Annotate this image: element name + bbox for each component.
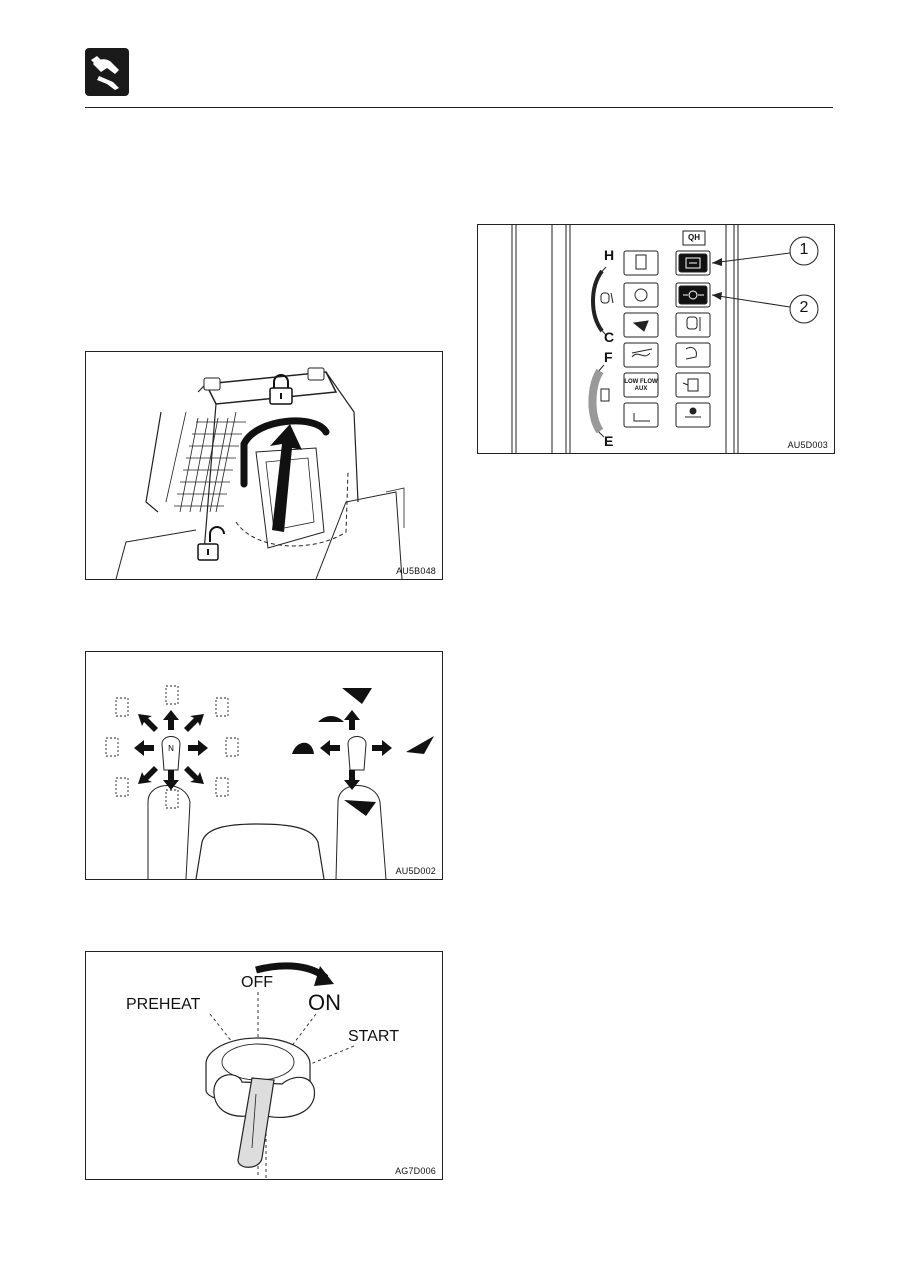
gauge-letter-c: C — [604, 329, 614, 345]
header-rule — [85, 107, 833, 108]
figure-code: AU5D003 — [788, 440, 828, 450]
low-flow-label: LOW FLOW — [624, 379, 658, 386]
figure-joysticks: N — [85, 651, 443, 880]
joystick-knob-label: N — [168, 744, 174, 753]
gauge-letter-h: H — [604, 247, 614, 263]
figure-safety-bar: AU5B048 — [85, 351, 443, 580]
figure-code: AU5D002 — [396, 866, 436, 876]
aux-label: AUX — [624, 386, 658, 393]
callout-1: 1 — [790, 241, 818, 259]
left-joystick-knob — [162, 737, 180, 771]
low-flow-aux-button: LOW FLOW AUX — [624, 379, 658, 393]
lock-open-icon — [198, 527, 224, 560]
position-start-label: START — [348, 1028, 399, 1046]
lock-closed-icon — [270, 375, 292, 404]
gauge-letter-f: F — [604, 349, 613, 365]
position-off-label: OFF — [241, 974, 273, 992]
figure-indicator-panel: QH H C F E LOW FLOW AUX 1 2 AU5D003 — [477, 224, 835, 454]
gauge-letter-e: E — [604, 433, 613, 449]
figure-code: AU5B048 — [396, 566, 436, 576]
qh-label: QH — [683, 233, 705, 242]
position-preheat-label: PREHEAT — [126, 996, 200, 1014]
figure-code: AG7D006 — [395, 1166, 436, 1176]
figure-key-switch: PREHEAT OFF ON START AG7D006 — [85, 951, 443, 1180]
hand-operation-icon — [85, 48, 129, 96]
position-on-label: ON — [308, 990, 341, 1016]
callout-2: 2 — [790, 299, 818, 317]
right-joystick-knob — [348, 737, 366, 771]
